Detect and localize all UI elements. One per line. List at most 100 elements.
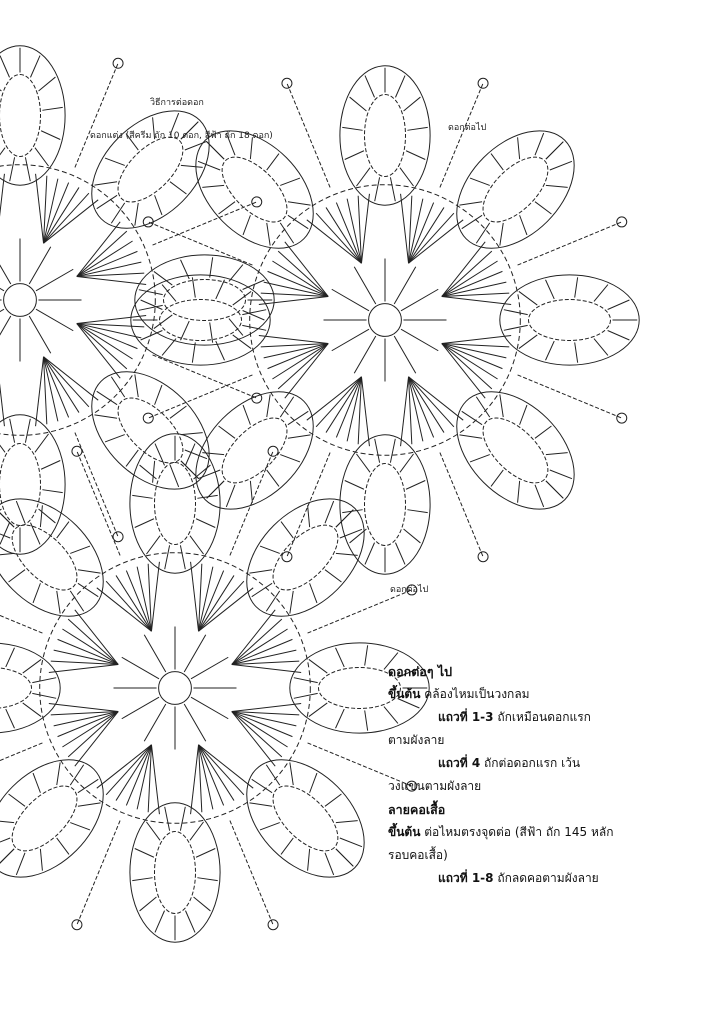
petal-stitch xyxy=(5,647,15,668)
petal-stitch xyxy=(399,453,414,473)
petal-stitch xyxy=(0,522,10,545)
fan-stitch xyxy=(231,618,283,665)
petal-stitch xyxy=(202,452,225,456)
petal-stitch xyxy=(8,793,26,807)
fan-stitch xyxy=(43,356,90,408)
fan-stitch xyxy=(190,744,200,815)
picot-knot xyxy=(142,412,154,424)
fan-stitch xyxy=(147,563,152,632)
petal-stitch xyxy=(110,202,126,224)
petal-stitch xyxy=(249,802,273,807)
fan-stitch xyxy=(43,178,59,244)
fan-stitch xyxy=(408,202,435,264)
petal-stitch xyxy=(132,877,153,882)
picot-knot xyxy=(251,392,263,404)
petal xyxy=(0,759,104,878)
petal-stitch xyxy=(251,778,273,794)
fan-stitch xyxy=(76,250,138,277)
petal-stitch xyxy=(228,264,244,282)
petal-stitch xyxy=(335,708,345,729)
rows13-text: ถักเหมือนดอกแรก xyxy=(497,710,591,724)
petal-inner xyxy=(0,74,41,157)
petal-stitch xyxy=(197,160,221,171)
petal-inner xyxy=(11,524,78,591)
fan-stitch xyxy=(231,703,302,713)
petal xyxy=(0,642,61,734)
petal-stitch xyxy=(374,438,381,463)
petal-inner xyxy=(11,785,78,852)
petal-stitch xyxy=(249,137,253,160)
petal-stitch xyxy=(139,896,157,912)
petal xyxy=(91,371,210,490)
petal-stitch xyxy=(22,702,42,717)
petal-stitch xyxy=(356,453,371,473)
fan-stitch xyxy=(105,744,152,796)
fan-stitch xyxy=(43,192,90,244)
petal-stitch xyxy=(134,848,155,858)
fan-stitch xyxy=(441,250,493,297)
petal-stitch xyxy=(9,157,16,182)
fan-stitch xyxy=(35,356,45,427)
petal-stitch xyxy=(206,480,225,499)
petal-stitch xyxy=(344,480,365,490)
fan-stitch xyxy=(231,638,293,665)
fan-stitch xyxy=(62,628,119,665)
fan-stitch xyxy=(198,744,203,813)
chain-ring xyxy=(249,184,521,456)
fan-stitch xyxy=(357,195,362,264)
fan-stitch xyxy=(263,343,329,359)
petal-stitch xyxy=(518,334,538,349)
fan-stitch xyxy=(335,376,362,438)
fan-stitch xyxy=(50,711,119,716)
fan-stitch xyxy=(57,638,119,665)
petal-stitch xyxy=(39,848,43,871)
petal-stitch xyxy=(38,76,56,92)
picot-chain xyxy=(517,374,622,419)
stitch-spoke xyxy=(0,315,12,336)
petal-stitch xyxy=(56,521,70,539)
petal-outer xyxy=(91,371,210,490)
fan-stitch xyxy=(105,580,152,632)
center-ring xyxy=(368,303,402,337)
picot-knot xyxy=(112,57,124,69)
picot-knot xyxy=(71,919,83,931)
petal-stitch xyxy=(335,647,345,668)
fan-stitch xyxy=(315,212,362,264)
petal-stitch xyxy=(503,309,528,316)
petal-outer xyxy=(0,498,104,617)
petal-stitch xyxy=(242,310,265,321)
petal-stitch xyxy=(519,215,528,236)
petal-stitch xyxy=(517,480,521,503)
petal-stitch xyxy=(56,590,61,614)
petal-stitch xyxy=(146,821,161,841)
picot-knot xyxy=(112,531,124,543)
petal-stitch xyxy=(242,404,251,425)
petal-stitch xyxy=(280,177,301,186)
petal-inner xyxy=(154,462,196,545)
fan-stitch xyxy=(315,376,362,428)
petal-stitch xyxy=(475,396,491,418)
picot-knot xyxy=(616,216,628,228)
petal xyxy=(289,642,430,734)
petal-stitch xyxy=(308,659,328,674)
picot-chain xyxy=(307,589,412,634)
petal-stitch xyxy=(180,320,190,341)
petal-outer xyxy=(195,130,314,249)
stitch-spoke xyxy=(121,656,160,680)
petal-stitch xyxy=(32,772,41,793)
fan-stitch xyxy=(76,261,142,277)
petal-inner xyxy=(117,136,184,203)
petal-stitch xyxy=(259,822,280,831)
petal-stitch xyxy=(94,414,118,419)
petal-stitch xyxy=(259,545,280,554)
picot-knot xyxy=(251,196,263,208)
petal-stitch xyxy=(265,590,281,612)
petal-outer xyxy=(0,759,104,878)
petal-outer xyxy=(91,110,210,229)
petal-outer xyxy=(456,130,575,249)
picot-knot xyxy=(281,77,293,89)
petal xyxy=(134,254,275,346)
petal-stitch xyxy=(40,460,61,470)
petal-outer xyxy=(499,274,640,366)
fan-stitch xyxy=(147,744,152,813)
